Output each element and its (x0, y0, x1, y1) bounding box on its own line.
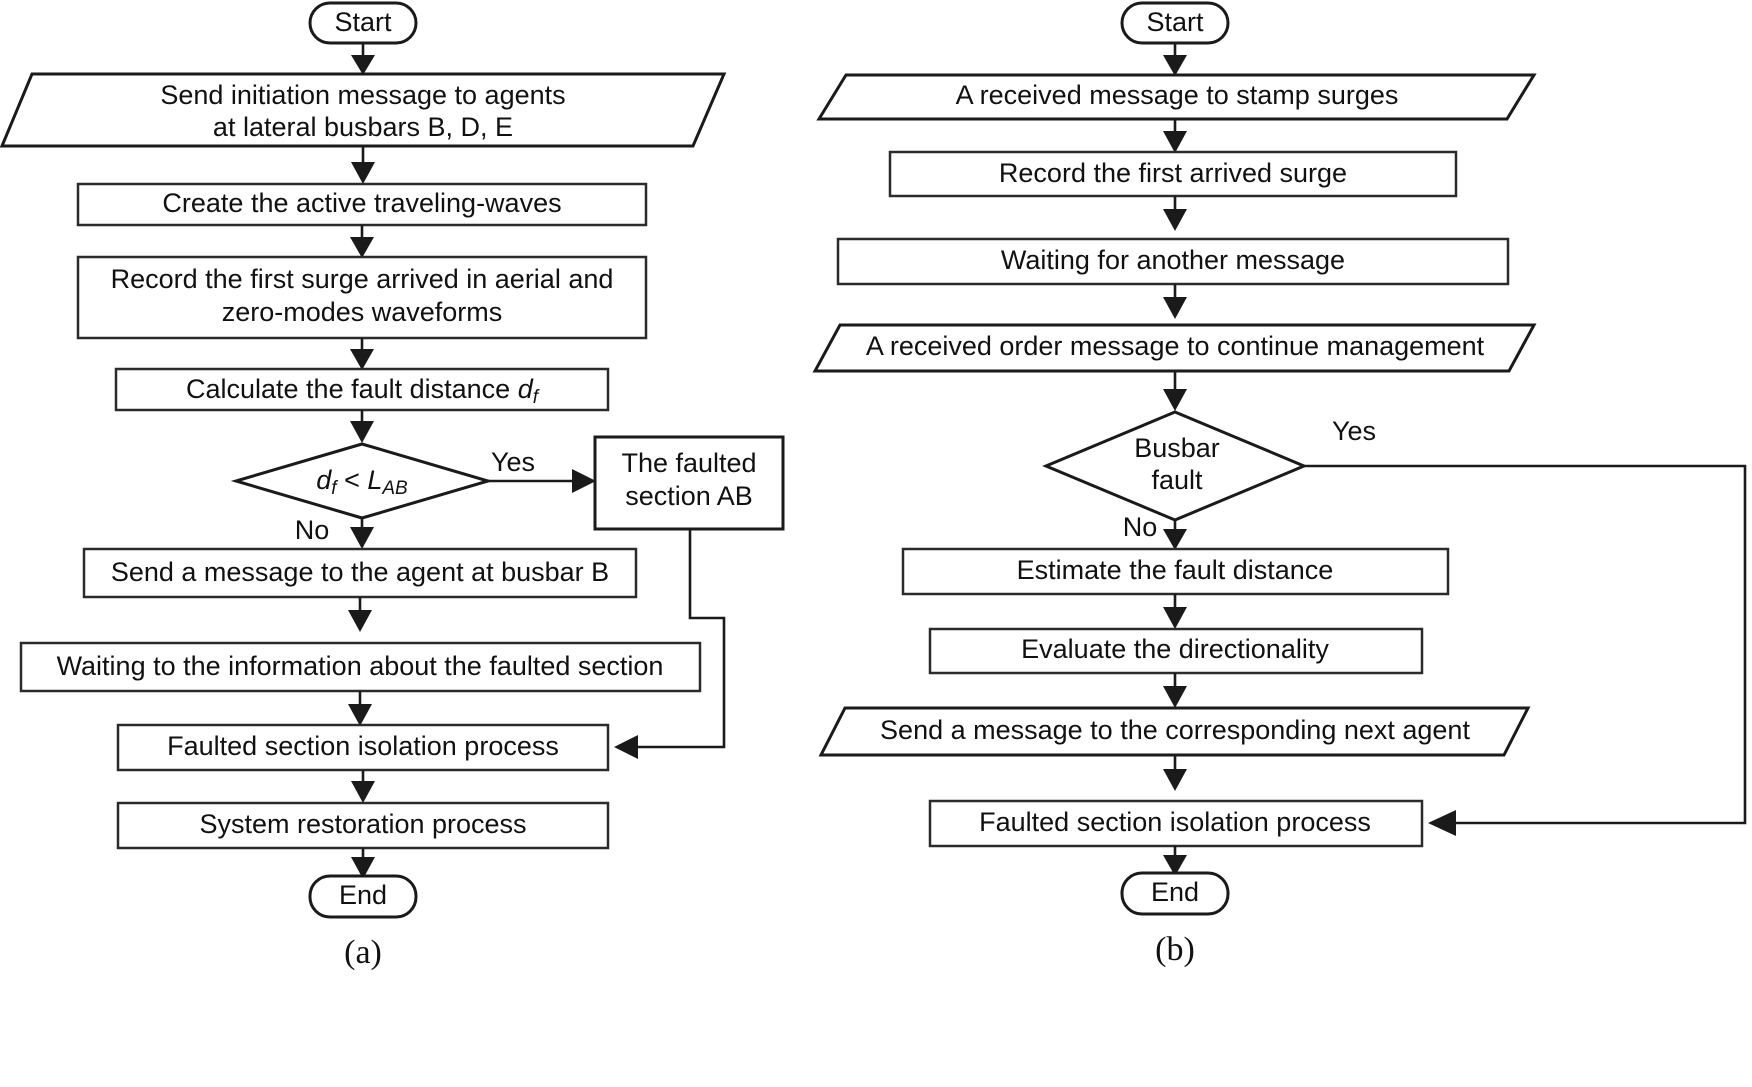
node-a-calc-df-label: Calculate the fault distance df (186, 374, 540, 408)
connector-b-decision-yes: Yes (1304, 416, 1747, 836)
panel-b-caption: (b) (1155, 931, 1195, 968)
node-b-start-label: Start (1146, 7, 1204, 37)
connector-a-init-to-create (351, 146, 375, 184)
node-a-restore[interactable]: System restoration process (116, 801, 610, 850)
node-a-start[interactable]: Start (308, 1, 418, 45)
connector-b-record-to-waiting (1163, 196, 1187, 231)
node-a-faulted-ab[interactable]: The faulted section AB (593, 435, 785, 531)
node-a-start-label: Start (334, 7, 392, 37)
node-b-estimate[interactable]: Estimate the fault distance (901, 547, 1450, 596)
connector-b-recv-to-record (1163, 119, 1187, 153)
branch-label-a-yes: Yes (491, 447, 535, 477)
node-b-decision[interactable]: Busbar fault (1042, 410, 1308, 522)
node-b-decision-line1: Busbar (1134, 433, 1220, 463)
node-a-waiting-label: Waiting to the information about the fau… (57, 651, 664, 681)
node-b-order-msg[interactable]: A received order message to continue man… (812, 323, 1537, 373)
node-a-record-line2: zero-modes waveforms (222, 297, 503, 327)
connector-b-send-to-isolation (1163, 755, 1187, 791)
node-a-calc-df[interactable]: Calculate the fault distance df (114, 367, 610, 412)
node-b-record[interactable]: Record the first arrived surge (888, 150, 1458, 198)
node-b-end[interactable]: End (1120, 871, 1230, 916)
node-a-calc-df-prefix: Calculate the fault distance (186, 374, 518, 404)
node-a-init-msg-line1: Send initiation message to agents (160, 80, 565, 110)
node-b-send-next-label: Send a message to the corresponding next… (880, 715, 1470, 745)
node-a-faulted-ab-line1: The faulted (621, 448, 756, 478)
node-b-recv-msg-label: A received message to stamp surges (956, 80, 1399, 110)
node-a-send-b[interactable]: Send a message to the agent at busbar B (82, 547, 638, 599)
node-b-end-label: End (1151, 877, 1199, 907)
node-b-start[interactable]: Start (1120, 1, 1230, 45)
node-a-end[interactable]: End (308, 874, 418, 919)
node-b-waiting-label: Waiting for another message (1001, 245, 1345, 275)
node-b-record-label: Record the first arrived surge (999, 158, 1347, 188)
node-b-estimate-label: Estimate the fault distance (1017, 555, 1334, 585)
branch-label-b-no: No (1123, 512, 1158, 542)
node-a-send-b-label: Send a message to the agent at busbar B (111, 557, 609, 587)
node-a-isolation[interactable]: Faulted section isolation process (116, 723, 610, 772)
node-a-restore-label: System restoration process (199, 809, 526, 839)
node-a-waiting[interactable]: Waiting to the information about the fau… (19, 641, 702, 693)
connector-b-waiting-to-order (1163, 284, 1187, 319)
panel-b: Start A received message to stamp surges… (812, 1, 1747, 968)
connector-a-sendb-to-waiting (348, 597, 372, 632)
connector-b-evaluate-to-send (1163, 673, 1187, 708)
node-a-create-tw-label: Create the active traveling-waves (162, 188, 561, 218)
node-a-init-msg-line2: at lateral busbars B, D, E (213, 112, 513, 142)
connector-a-waiting-to-isolation (348, 691, 372, 726)
node-a-init-msg[interactable]: Send initiation message to agents at lat… (0, 72, 727, 148)
node-b-waiting[interactable]: Waiting for another message (836, 237, 1510, 286)
connector-b-estimate-to-evaluate (1163, 594, 1187, 629)
node-a-end-label: End (339, 880, 387, 910)
connector-b-start-to-recv (1163, 43, 1187, 76)
node-b-send-next[interactable]: Send a message to the corresponding next… (818, 706, 1531, 757)
connector-a-decision-no: No (295, 515, 374, 549)
node-b-evaluate-label: Evaluate the directionality (1021, 634, 1329, 664)
node-a-faulted-ab-line2: section AB (625, 481, 753, 511)
connector-a-faultedab-to-isolation (614, 529, 726, 759)
connector-b-order-to-decision (1163, 371, 1187, 411)
connector-b-isolation-to-end (1163, 846, 1187, 876)
connector-b-decision-no: No (1123, 512, 1187, 550)
branch-label-a-no: No (295, 515, 330, 545)
node-b-order-msg-label: A received order message to continue man… (866, 331, 1485, 361)
connector-a-isolation-to-restore (351, 770, 375, 803)
node-b-evaluate[interactable]: Evaluate the directionality (928, 627, 1424, 675)
connector-a-restore-to-end (351, 848, 375, 879)
node-b-recv-msg[interactable]: A received message to stamp surges (816, 73, 1537, 121)
node-b-decision-line2: fault (1151, 465, 1203, 495)
node-a-record[interactable]: Record the first surge arrived in aerial… (76, 255, 648, 340)
panel-a-caption: (a) (344, 934, 382, 971)
node-b-isolation[interactable]: Faulted section isolation process (928, 799, 1424, 848)
connector-a-start-to-init (351, 43, 375, 75)
connector-a-decision-yes: Yes (488, 447, 596, 493)
node-b-isolation-label: Faulted section isolation process (979, 807, 1371, 837)
connector-a-record-to-calc (350, 338, 374, 370)
node-a-decision-label: df < LAB (316, 465, 408, 499)
node-a-create-tw[interactable]: Create the active traveling-waves (76, 182, 648, 227)
node-a-isolation-label: Faulted section isolation process (167, 731, 559, 761)
node-a-decision[interactable]: df < LAB (230, 442, 494, 520)
connector-a-calc-to-decision (350, 410, 374, 443)
panel-a: Start Send initiation message to agents … (0, 1, 785, 971)
node-a-record-line1: Record the first surge arrived in aerial… (111, 264, 614, 294)
connector-a-create-to-record (350, 225, 374, 258)
branch-label-b-yes: Yes (1332, 416, 1376, 446)
